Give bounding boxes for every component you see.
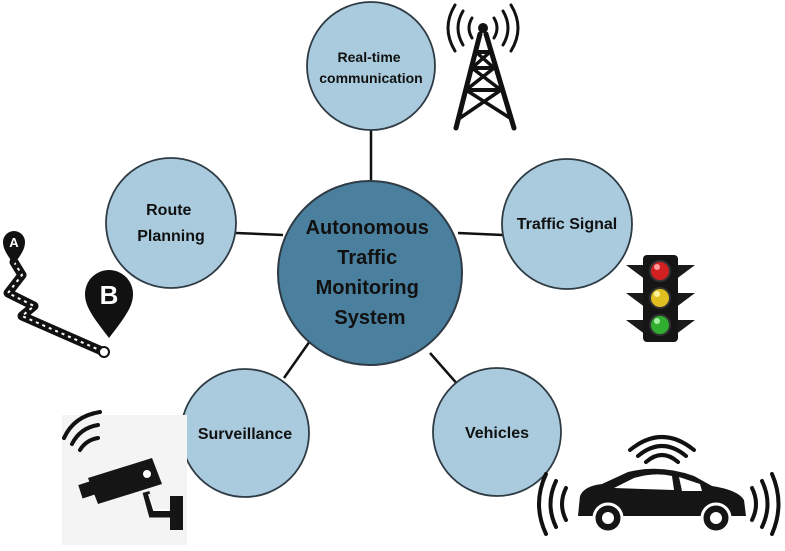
node-surveillance: Surveillance	[180, 368, 310, 498]
traffic-signal-label: Traffic Signal	[517, 216, 617, 233]
connector-vehicles	[429, 352, 460, 387]
node-route-planning: Route Planning	[105, 157, 237, 289]
vehicles-label: Vehicles	[465, 425, 529, 442]
node-vehicles: Vehicles	[432, 367, 562, 497]
traffic-light-icon	[626, 255, 695, 342]
route-planning-label-line1: Route	[146, 202, 191, 219]
center-label-line1: Autonomous	[306, 217, 429, 239]
radio-tower-icon	[446, 3, 520, 131]
surveillance-label: Surveillance	[198, 426, 292, 443]
connector-surveillance	[282, 340, 312, 379]
pin-a-icon: A	[3, 231, 25, 264]
connectors	[235, 130, 504, 387]
node-center: Autonomous Traffic Monitoring System	[277, 180, 463, 366]
connector-route-planning	[235, 231, 284, 237]
center-label-line2: Traffic	[337, 247, 397, 269]
svg-text:Autonomous Traffic: Autonomous Traffic Monitoring System	[306, 217, 435, 329]
center-label-line4: System	[334, 307, 405, 329]
svg-text:Route Planning: Route Planning	[137, 202, 205, 245]
realtime-label-line1: Real-time	[338, 49, 401, 65]
node-traffic-signal: Traffic Signal	[501, 158, 633, 290]
route-planning-label-line2: Planning	[137, 228, 205, 245]
realtime-label-line2: communication	[319, 70, 422, 86]
svg-text:Traffic Signal: Traffic Signal	[517, 216, 617, 233]
center-label-line3: Monitoring	[316, 277, 419, 299]
pin-b-letter: B	[100, 280, 119, 310]
connected-car-icon	[537, 435, 781, 536]
cctv-camera-icon	[62, 410, 187, 545]
pin-b-icon: B	[85, 270, 133, 338]
route-map-icon: A B	[3, 231, 133, 358]
svg-text:Real-time communication: Real-time communication	[319, 49, 422, 86]
node-realtime: Real-time communication	[306, 1, 436, 131]
connector-traffic-signal	[457, 231, 504, 237]
svg-text:Surveillance: Surveillance	[198, 426, 292, 443]
pin-a-letter: A	[9, 235, 19, 250]
svg-text:Vehicles: Vehicles	[465, 425, 529, 442]
